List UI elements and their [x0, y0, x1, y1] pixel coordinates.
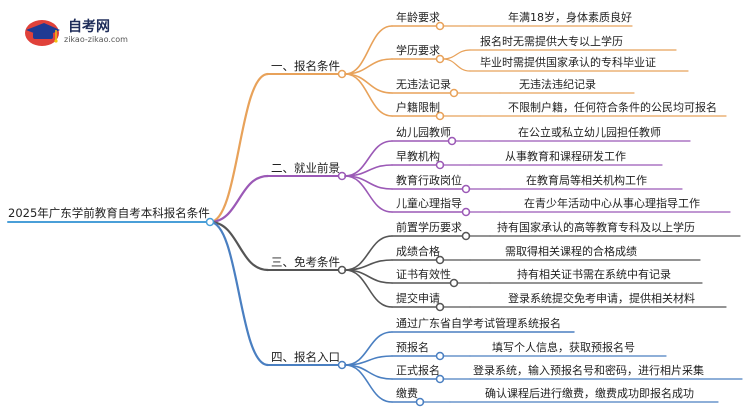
detail-connector [442, 49, 471, 60]
root-node-dot [205, 217, 215, 227]
detail-text: 在青少年活动中心从事心理指导工作 [524, 197, 700, 210]
item-label: 通过广东省自学考试管理系统报名 [396, 317, 561, 330]
branch-connector [208, 220, 270, 367]
detail-text: 年满18岁，身体素质良好 [508, 11, 632, 24]
detail-text: 持有相关证书需在系统中有记录 [517, 268, 671, 281]
detail-text: 需取得相关课程的合格成绩 [505, 245, 637, 258]
item-connector [344, 269, 393, 308]
graduation-cap-icon [25, 20, 60, 46]
detail-text: 持有国家承认的高等教育专科及以上学历 [497, 221, 695, 234]
item-connector [344, 73, 393, 94]
item-label: 缴费 [396, 387, 418, 400]
root-node-label: 2025年广东学前教育自考本科报名条件 [8, 206, 210, 220]
item-label: 早教机构 [396, 150, 440, 163]
item-label: 预报名 [396, 341, 429, 354]
item-connector [344, 175, 393, 213]
detail-text: 毕业时需提供国家承认的专科毕业证 [480, 56, 656, 69]
detail-text: 登录系统，输入预报名号和密码，进行相片采集 [473, 364, 704, 377]
detail-text: 在公立或私立幼儿园担任教师 [518, 126, 661, 139]
item-label: 提交申请 [396, 292, 440, 305]
detail-connector [442, 58, 471, 72]
branch-connector [208, 174, 270, 224]
detail-text: 确认课程后进行缴费，缴费成功即报名成功 [485, 387, 694, 400]
detail-text: 报名时无需提供大专以上学历 [480, 35, 623, 48]
branch-label-registration-entry: 四、报名入口 [271, 350, 340, 364]
detail-text: 从事教育和课程研发工作 [505, 150, 626, 163]
detail-text: 在教育局等相关机构工作 [526, 174, 647, 187]
branch-label-registration-conditions: 一、报名条件 [271, 59, 340, 73]
logo-title: 自考网 [68, 19, 110, 35]
item-label: 证书有效性 [396, 268, 451, 281]
site-logo: 自考网 zikao-zikao.com [22, 16, 172, 48]
detail-text: 登录系统提交免考申请，提供相关材料 [508, 292, 695, 305]
branch-connector [208, 72, 270, 224]
item-label: 年龄要求 [396, 11, 440, 24]
item-label: 幼儿园教师 [396, 126, 451, 139]
item-label: 教育行政岗位 [396, 174, 462, 187]
item-label: 成绩合格 [396, 245, 440, 258]
item-label: 儿童心理指导 [396, 197, 462, 210]
item-label: 无违法记录 [396, 78, 451, 91]
item-label: 前置学历要求 [396, 221, 462, 234]
logo-subtitle: zikao-zikao.com [64, 35, 128, 44]
item-connector [344, 364, 393, 403]
branch-label-exemption-conditions: 三、免考条件 [271, 255, 340, 269]
detail-text: 不限制户籍，任何符合条件的公民均可报名 [508, 101, 717, 114]
item-label: 户籍限制 [396, 101, 440, 114]
branch-label-employment-prospects: 二、就业前景 [271, 161, 340, 175]
item-label: 学历要求 [396, 44, 440, 57]
item-label: 正式报名 [396, 364, 440, 377]
detail-text: 填写个人信息，获取预报名号 [492, 341, 635, 354]
branch-connector [208, 220, 270, 272]
item-connector [344, 25, 393, 75]
detail-text: 无违法违纪记录 [519, 78, 596, 91]
item-connector [344, 73, 393, 117]
